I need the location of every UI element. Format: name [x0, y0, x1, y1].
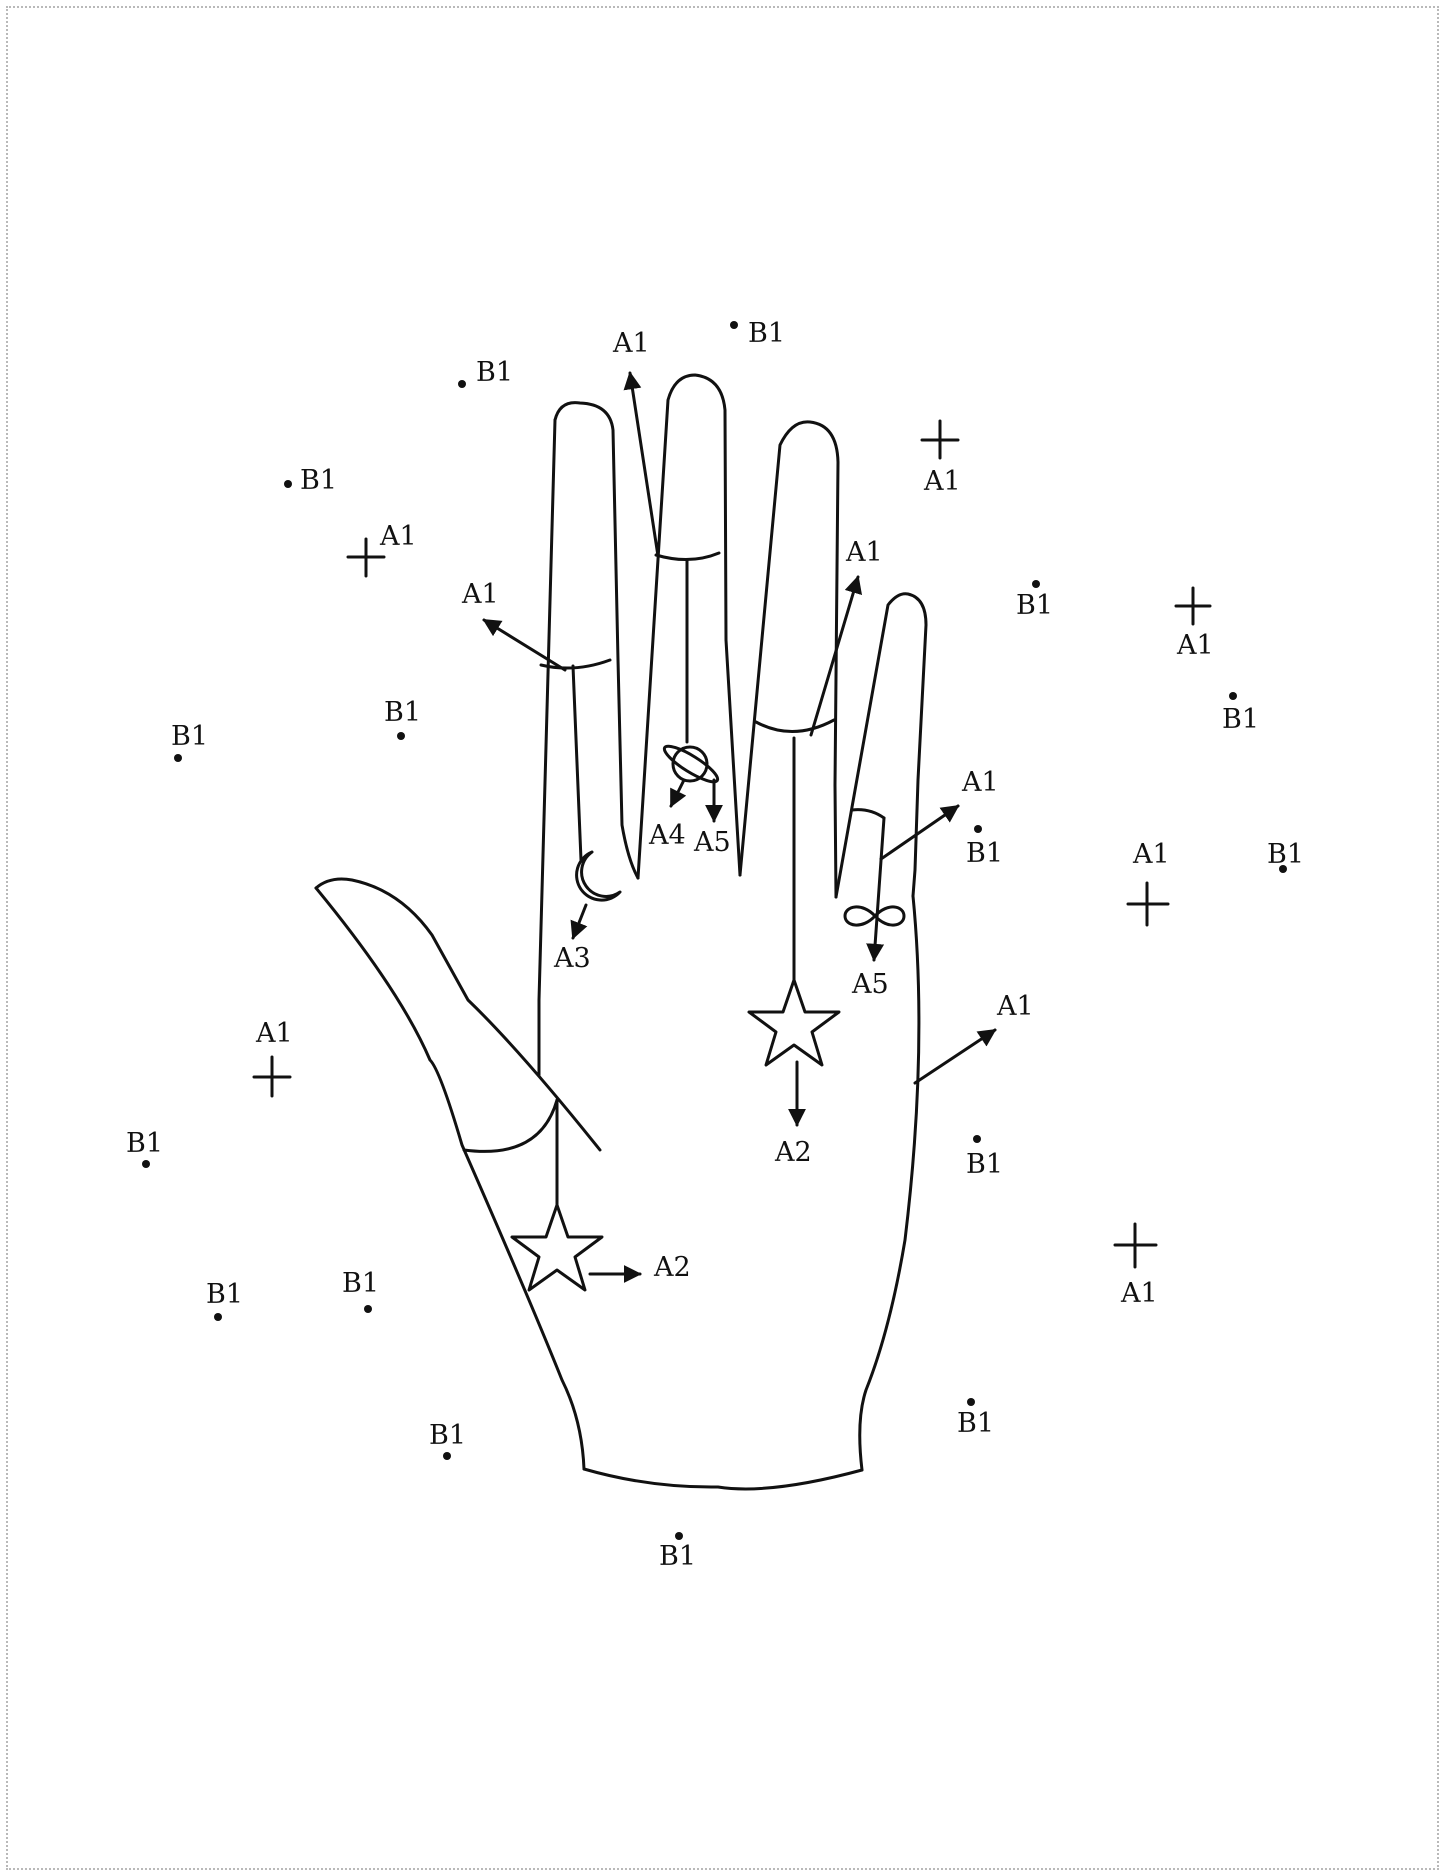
label-b1: B1 — [171, 721, 208, 752]
dot-marker — [443, 1452, 451, 1460]
label-b1: B1 — [1222, 704, 1259, 735]
label-a1: A1 — [845, 537, 883, 568]
label-b1: B1 — [429, 1420, 466, 1451]
labels: A1 A1 A1 A1 A1 A1 A1 A1 A1 A1 A1 A2 A2 A… — [126, 318, 1304, 1572]
label-b1: B1 — [342, 1268, 379, 1299]
cross-icon — [1115, 1224, 1156, 1267]
dot-marker — [142, 1160, 150, 1168]
cross-icon — [348, 539, 384, 576]
label-b1: B1 — [384, 697, 421, 728]
label-a2: A2 — [653, 1252, 691, 1283]
label-b1: B1 — [206, 1279, 243, 1310]
label-a1: A1 — [1132, 839, 1170, 870]
star-icon — [749, 980, 839, 1065]
label-a1: A1 — [1176, 630, 1214, 661]
label-a3: A3 — [553, 943, 591, 974]
middle-crease — [656, 553, 719, 560]
dot-marker — [1229, 692, 1237, 700]
label-a1: A1 — [996, 991, 1034, 1022]
label-b1: B1 — [957, 1408, 994, 1439]
dot-marker — [973, 1135, 981, 1143]
label-a5: A5 — [851, 969, 889, 1000]
label-a1: A1 — [461, 579, 499, 610]
crescent-moon-icon — [577, 852, 620, 900]
dot-marker — [174, 754, 182, 762]
dot-markers — [142, 321, 1287, 1540]
cross-icon — [922, 421, 958, 458]
arrow — [881, 806, 958, 859]
label-b1: B1 — [1267, 839, 1304, 870]
label-a1: A1 — [961, 767, 999, 798]
cross-icon — [1128, 883, 1168, 925]
palm-left-lower — [316, 888, 584, 1469]
label-a1: A1 — [612, 328, 650, 359]
label-a1: A1 — [379, 521, 417, 552]
arrow — [630, 373, 658, 556]
star-icon — [512, 1205, 602, 1290]
arrow — [915, 1030, 995, 1083]
dot-marker — [974, 825, 982, 833]
thumb-crease — [464, 1100, 557, 1151]
arrow — [671, 780, 684, 806]
dot-marker — [214, 1313, 222, 1321]
label-b1: B1 — [126, 1128, 163, 1159]
label-b1: B1 — [966, 1149, 1003, 1180]
dot-marker — [967, 1398, 975, 1406]
dot-marker — [730, 321, 738, 329]
arrow — [573, 905, 586, 938]
pinky-crease — [852, 810, 884, 818]
cross-icon — [1176, 588, 1210, 624]
dot-marker — [397, 732, 405, 740]
dot-marker — [284, 480, 292, 488]
arrows — [484, 373, 995, 1274]
label-b1: B1 — [659, 1541, 696, 1572]
label-a1: A1 — [255, 1018, 293, 1049]
cross-icon — [254, 1057, 290, 1096]
wrist — [584, 1469, 862, 1489]
label-a4: A4 — [648, 820, 686, 851]
index-finger — [555, 403, 638, 878]
drop-lines — [557, 560, 794, 1205]
label-a2: A2 — [774, 1137, 812, 1168]
dot-marker — [458, 380, 466, 388]
label-b1: B1 — [748, 318, 785, 349]
label-b1: B1 — [476, 357, 513, 388]
label-b1: B1 — [1016, 590, 1053, 621]
label-a1: A1 — [1120, 1278, 1158, 1309]
planet-ring-icon — [660, 741, 721, 787]
label-b1: B1 — [300, 465, 337, 496]
label-a5: A5 — [693, 827, 731, 858]
dot-marker — [675, 1532, 683, 1540]
palm-left-edge — [539, 420, 555, 1075]
middle-finger — [638, 375, 740, 878]
ring-crease — [756, 720, 834, 732]
arrow — [874, 818, 884, 960]
ring-finger — [740, 422, 838, 897]
arrow — [484, 620, 565, 670]
label-b1: B1 — [966, 838, 1003, 869]
dot-marker — [1032, 580, 1040, 588]
dot-marker — [364, 1305, 372, 1313]
infinity-icon — [845, 907, 904, 925]
label-a1: A1 — [923, 466, 961, 497]
